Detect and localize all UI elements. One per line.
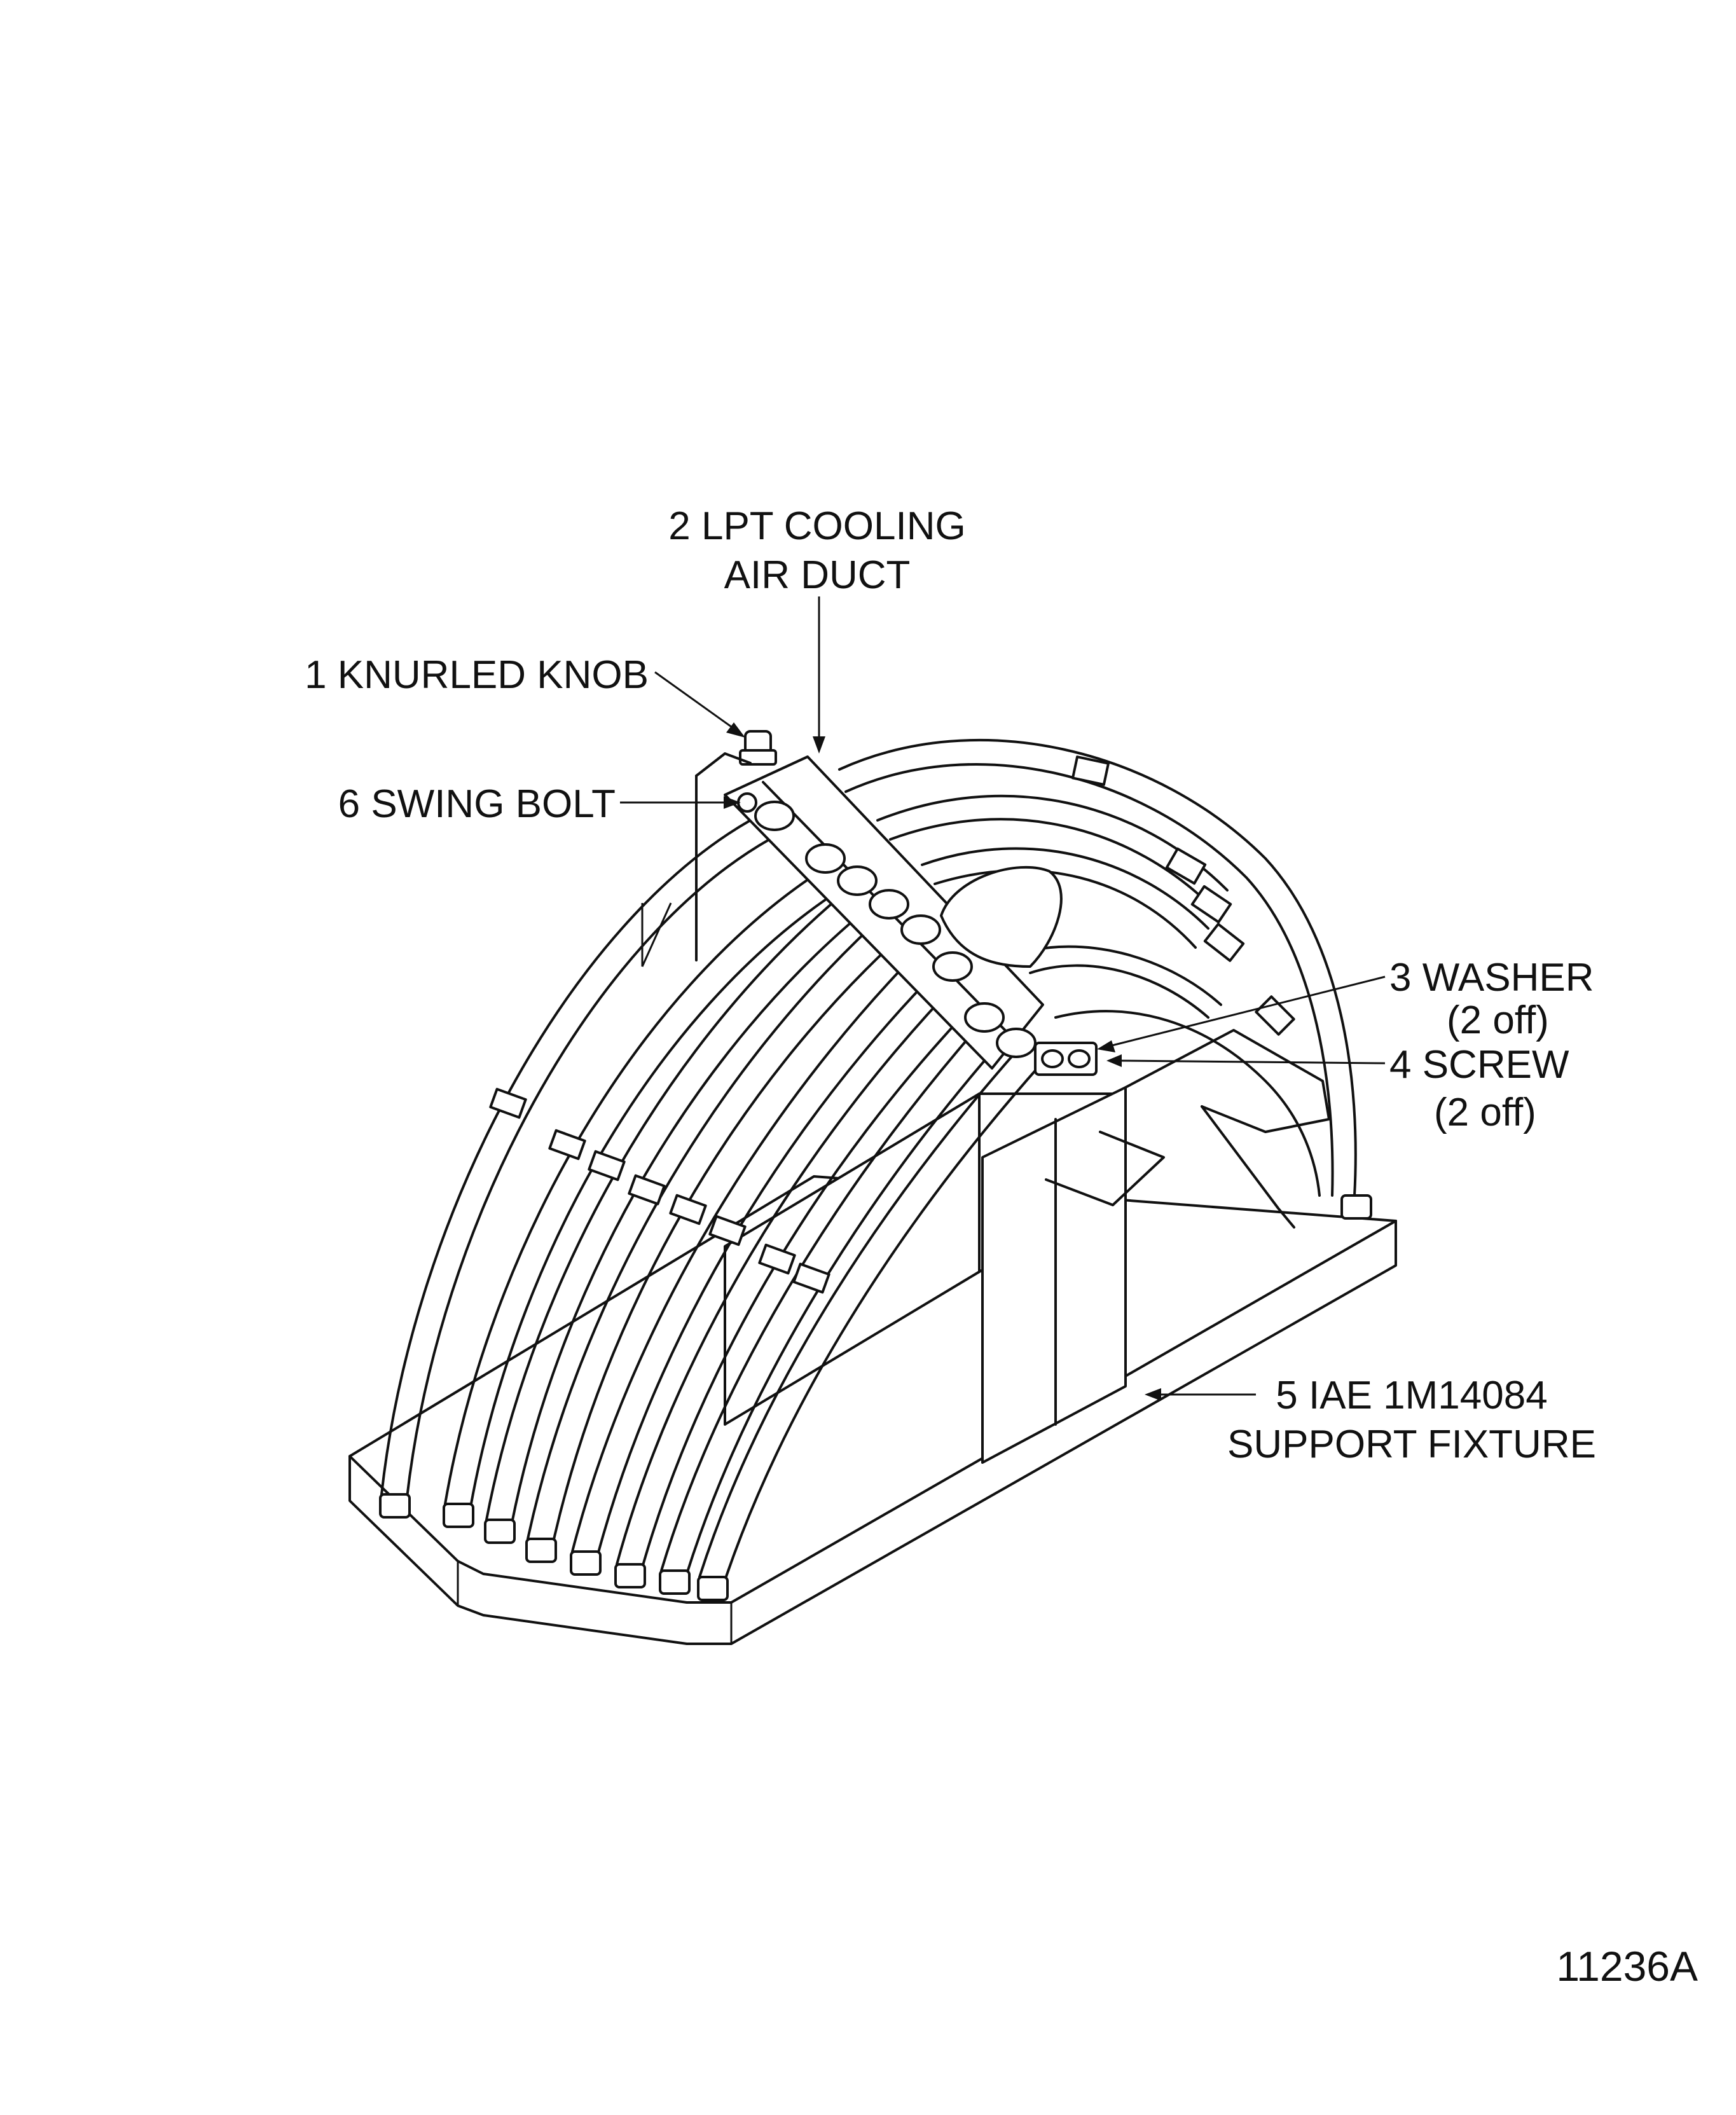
- figure-number: 11236A: [1556, 1943, 1698, 1990]
- tube-clamps: [489, 1087, 830, 1294]
- label-washer-line1: 3 WASHER: [1389, 956, 1594, 1000]
- callout-labels: 1 KNURLED KNOB 2 LPT COOLING AIR DUCT 6 …: [305, 504, 1596, 1466]
- label-screw-line1: 4 SCREW: [1389, 1043, 1569, 1087]
- rear-tube-bundle: [838, 738, 1357, 1197]
- label-fixture-line1: 5 IAE 1M14084: [1276, 1374, 1547, 1417]
- knurled-knob-part: [739, 730, 777, 766]
- tube-feet: [379, 1194, 1372, 1601]
- label-duct-line2: AIR DUCT: [724, 553, 911, 597]
- label-knurled-knob: 1 KNURLED KNOB: [305, 653, 649, 697]
- lpt-cooling-air-duct: [724, 755, 1063, 1070]
- label-fixture-line2: SUPPORT FIXTURE: [1227, 1423, 1596, 1466]
- callout-leaders: [620, 596, 1386, 1401]
- screws-and-washers: [1034, 1042, 1098, 1076]
- label-duct-line1: 2 LPT COOLING: [668, 504, 965, 548]
- label-washer-line2: (2 off): [1447, 998, 1549, 1042]
- label-swing-bolt: 6 SWING BOLT: [338, 782, 616, 826]
- swing-bolt-part: [695, 752, 757, 813]
- label-screw-line2: (2 off): [1434, 1091, 1536, 1134]
